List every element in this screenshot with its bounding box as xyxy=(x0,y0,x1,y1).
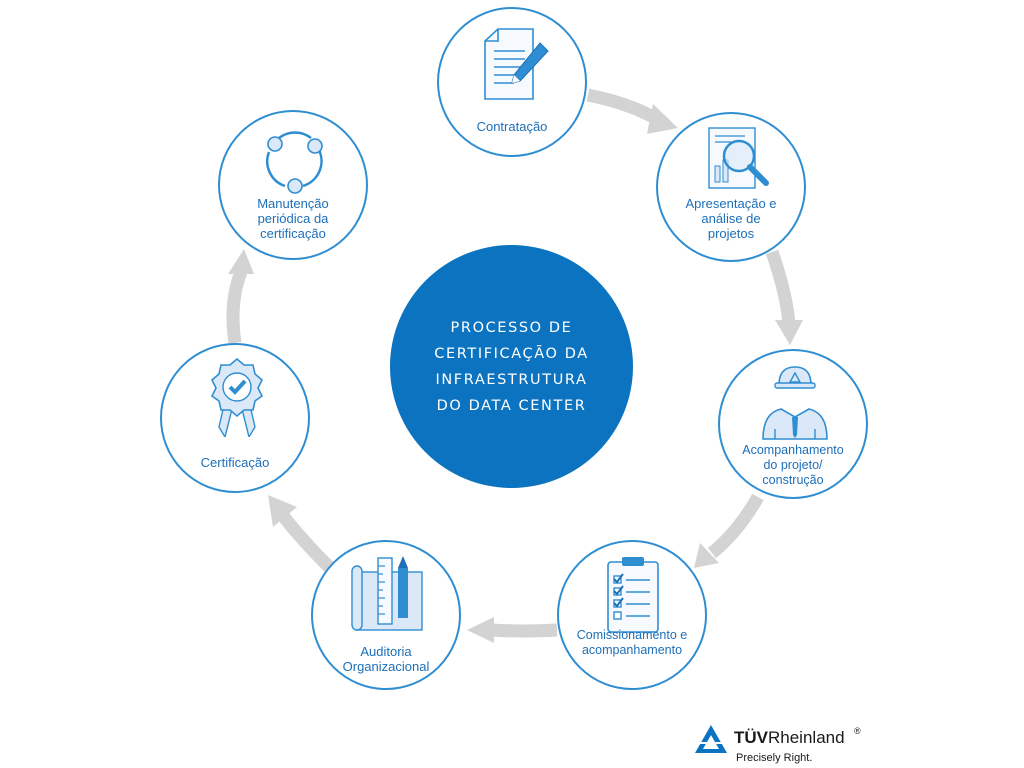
step-label: Contratação xyxy=(476,119,548,134)
document-pencil-icon xyxy=(484,28,549,100)
center-circle: PROCESSO DE CERTIFICAÇÃO DA INFRAESTRUTU… xyxy=(390,245,633,488)
step-label: Acompanhamento do projeto/ construção xyxy=(742,443,844,487)
step-label: Manutenção periódica da certificação xyxy=(257,196,329,241)
logo-tagline: Precisely Right. xyxy=(736,752,813,764)
tuv-rheinland-logo: TÜVRheinland ® Precisely Right. xyxy=(694,722,884,768)
arrowhead-5 xyxy=(268,495,297,527)
step-label: Apresentação e análise de projetos xyxy=(685,196,777,241)
step-label: Auditoria Organizacional xyxy=(342,644,430,674)
arrow-5-to-6 xyxy=(278,512,335,573)
step-acompanhamento-projeto: Acompanhamento do projeto/ construção xyxy=(718,349,868,499)
checklist-clipboard-icon xyxy=(607,557,659,633)
engineer-icon xyxy=(762,366,828,440)
step-manutencao-periodica: Manutenção periódica da certificação xyxy=(218,110,368,260)
step-label: Certificação xyxy=(200,455,270,470)
step-contratacao: Contratação xyxy=(437,7,587,157)
center-title: PROCESSO DE CERTIFICAÇÃO DA INFRAESTRUTU… xyxy=(434,319,589,414)
arrow-1-to-2 xyxy=(586,88,659,124)
step-auditoria-organizacional: Auditoria Organizacional xyxy=(311,540,461,690)
arrow-4-to-5 xyxy=(491,623,558,638)
blueprint-ruler-pencil-icon xyxy=(351,556,423,631)
arrow-3-to-4 xyxy=(707,493,764,559)
award-ribbon-icon xyxy=(210,357,264,437)
arrow-2-to-3 xyxy=(765,249,796,326)
logo-name-bold: TÜV xyxy=(734,728,768,747)
logo-name-rest: Rheinland xyxy=(768,728,845,747)
arrowhead-3 xyxy=(694,543,719,568)
arrow-6-to-7 xyxy=(226,269,248,344)
arrowhead-2 xyxy=(775,320,803,345)
arrowhead-4 xyxy=(467,617,494,643)
triangle-logo-icon xyxy=(695,725,727,753)
magnifier-report-icon xyxy=(708,127,769,189)
step-apresentacao-analise: Apresentação e análise de projetos xyxy=(656,112,806,262)
step-label: Comissionamento e acompanhamento xyxy=(576,628,688,657)
logo-name: TÜVRheinland xyxy=(734,728,845,748)
step-certificacao: Certificação xyxy=(160,343,310,493)
arrowhead-6 xyxy=(228,249,254,274)
cycle-icon xyxy=(266,131,323,194)
registered-mark: ® xyxy=(854,726,861,736)
arrowhead-1 xyxy=(647,104,678,134)
step-comissionamento: Comissionamento e acompanhamento xyxy=(557,540,707,690)
